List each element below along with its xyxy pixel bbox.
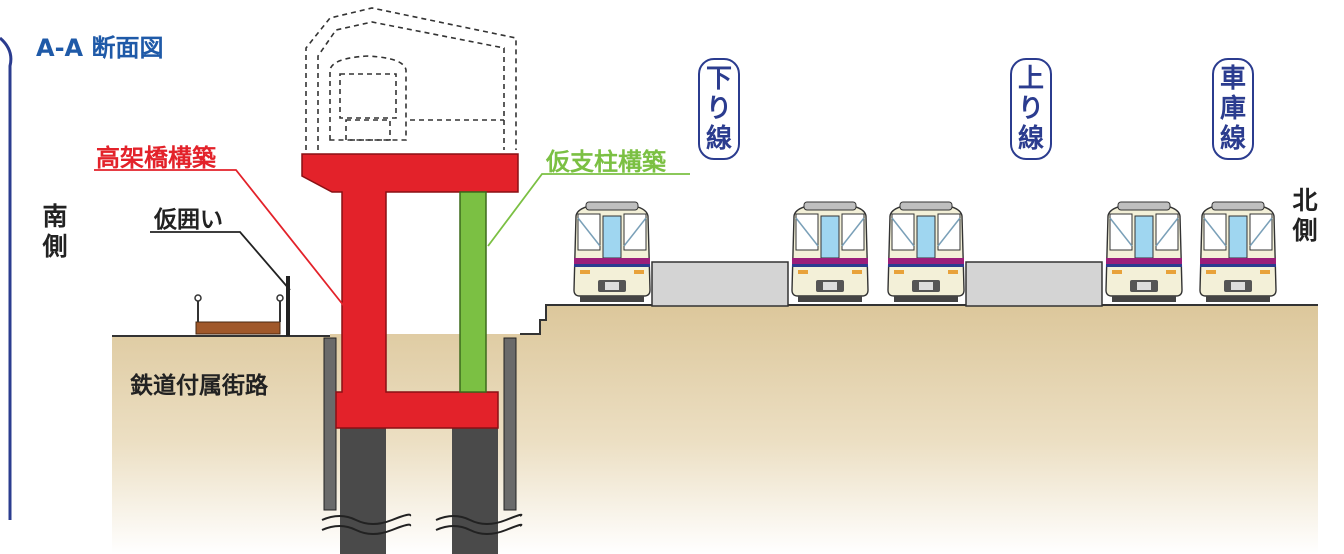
platform-2 [965,261,1103,307]
temp-fence-label: 仮囲い [154,207,223,233]
north-side-label: 北 側 [1292,186,1318,245]
viaduct-label: 高架橋構築 [96,144,216,172]
train-1 [573,201,651,303]
side-road-label: 鉄道付属街路 [130,373,268,399]
viaduct-structure [301,153,519,429]
future-building-outline [305,7,517,150]
fence-leader-line [150,231,291,291]
sheet-pile-right [503,337,517,511]
train-5 [1199,201,1277,303]
diagram-title: A-A 断面図 [36,34,164,62]
train-3 [887,201,965,303]
track-label-up: 上 り 線 [1010,58,1052,160]
viaduct-leader-line [94,169,345,307]
sheet-pile-left [323,337,337,511]
train-4 [1105,201,1183,303]
south-side-label: 南 側 [42,202,68,261]
platform-1 [651,261,789,307]
temporary-fence [194,276,290,336]
adjacent-panel-edge [0,36,13,520]
ground [112,305,1318,554]
track-label-depot: 車 庫 線 [1212,58,1254,160]
temporary-pillar [459,191,487,393]
track-label-down: 下 り 線 [698,58,740,160]
temp-pillar-label: 仮支柱構築 [546,148,666,176]
train-2 [791,201,869,303]
pillar-leader-line [487,173,690,247]
